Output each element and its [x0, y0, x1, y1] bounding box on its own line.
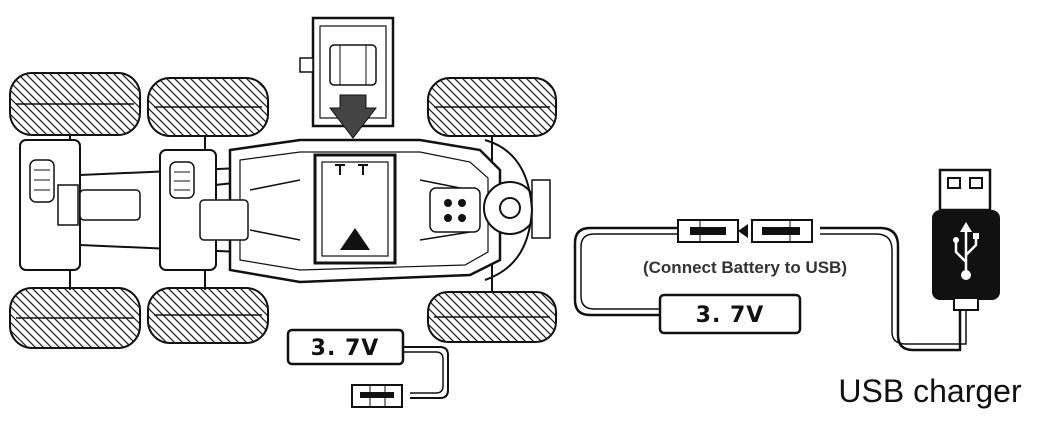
rear-motor-assembly — [429, 139, 551, 281]
connector-pair — [677, 219, 813, 243]
middle-gearbox — [159, 149, 249, 271]
rc-car-illustration — [9, 16, 557, 349]
battery-right-label: 3. 7V — [696, 303, 765, 328]
connect-caption: (Connect Battery to USB) — [643, 258, 847, 277]
battery-left-label: 3. 7V — [311, 336, 380, 361]
front-gearbox — [19, 139, 141, 271]
battery-left: 3. 7V — [286, 328, 449, 408]
battery-left-plug — [351, 384, 403, 408]
wheel-mid-left — [147, 77, 269, 137]
wheel-mid-right — [147, 287, 269, 344]
battery-compartment — [313, 153, 397, 265]
usb-icon — [953, 222, 979, 280]
battery-right: 3. 7V — [658, 293, 802, 335]
connect-arrow-icon — [738, 224, 748, 238]
usb-charger-plug — [932, 168, 1000, 311]
wheel-rear-right — [427, 291, 557, 343]
wheel-rear-left — [427, 77, 557, 137]
battery-pack-insert — [299, 16, 395, 139]
wheel-front-left — [9, 72, 141, 136]
usb-charger-caption: USB charger — [838, 373, 1022, 409]
charging-cable-loop — [573, 226, 967, 352]
wheel-front-right — [9, 287, 141, 349]
